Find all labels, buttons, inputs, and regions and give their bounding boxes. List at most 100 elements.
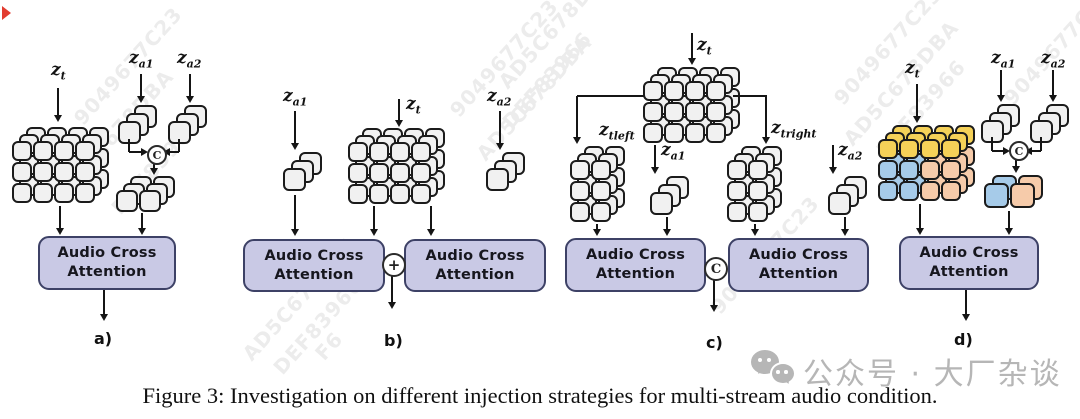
- arrow-down: [185, 74, 194, 103]
- latent-cube: [941, 181, 961, 201]
- latent-cube: [920, 160, 940, 180]
- arrow-down: [495, 111, 504, 150]
- arrow-down: [915, 204, 924, 235]
- label-zt-c: zt: [697, 35, 712, 58]
- label-za1-d: za1: [991, 48, 1016, 71]
- latent-cube: [899, 139, 919, 159]
- latent-cube: [828, 192, 851, 215]
- arrow-down: [750, 224, 759, 236]
- latent-cube: [685, 123, 705, 143]
- label-zt-a: zt: [51, 60, 66, 83]
- latent-cube: [643, 123, 663, 143]
- social-watermark-text: 公众号 · 大厂杂谈: [803, 357, 1062, 392]
- latent-cube: [685, 102, 705, 122]
- latent-cube: [591, 181, 611, 201]
- arrow-down: [1048, 70, 1057, 102]
- latent-cube: [920, 139, 940, 159]
- connector-line: [1040, 137, 1042, 151]
- latent-cube: [878, 139, 898, 159]
- latent-cube: [390, 163, 410, 183]
- latent-cube: [706, 102, 726, 122]
- latent-cube: [33, 141, 53, 161]
- box-line2: Attention: [274, 266, 354, 283]
- connector-line: [128, 139, 130, 152]
- latent-cube: [33, 183, 53, 203]
- latent-cube: [390, 184, 410, 204]
- arrow-down: [572, 96, 581, 144]
- latent-cube: [369, 163, 389, 183]
- label-za2-d: za2: [1041, 48, 1066, 71]
- arrow-right: [129, 147, 148, 156]
- box-line2: Attention: [929, 264, 1009, 280]
- grid-layer: [283, 168, 306, 191]
- arrow-down: [53, 88, 62, 122]
- latent-cube: [33, 162, 53, 182]
- latent-cube: [878, 160, 898, 180]
- label-za2-c: za2: [838, 140, 863, 163]
- arrow-down: [912, 84, 921, 123]
- grid-layer: [878, 139, 961, 201]
- latent-cube: [1010, 183, 1035, 208]
- latent-cube: [664, 123, 684, 143]
- latent-cube: [283, 168, 306, 191]
- arrow-down: [1011, 158, 1020, 173]
- arrow-down: [662, 217, 671, 236]
- latent-cube: [348, 163, 368, 183]
- panel-caption-c: c): [706, 333, 723, 352]
- latent-cube: [748, 160, 768, 180]
- latent-cube: [941, 160, 961, 180]
- arrow-down: [709, 279, 718, 312]
- arrow-left: [163, 147, 179, 156]
- label-za2-a: za2: [177, 48, 202, 71]
- arrow-down: [149, 162, 158, 175]
- arrow-down: [290, 111, 299, 150]
- latent-cube: [54, 162, 74, 182]
- arrow-down: [650, 145, 659, 174]
- branch-line: [733, 95, 767, 97]
- latent-cube: [643, 102, 663, 122]
- latent-cube: [591, 202, 611, 222]
- chat-bubble-small: [770, 362, 796, 385]
- box-line1: Audio Cross: [919, 245, 1019, 262]
- label-za1-a: za1: [129, 48, 154, 71]
- latent-cube: [570, 202, 590, 222]
- add-operator-b: +: [382, 253, 406, 277]
- label-ztright-c: ztright: [771, 118, 817, 141]
- latent-cube: [75, 162, 95, 182]
- grid-layer: [570, 160, 611, 222]
- latent-cube: [12, 141, 32, 161]
- latent-cube: [54, 141, 74, 161]
- arrow-down: [99, 289, 108, 321]
- latent-cube: [941, 139, 961, 159]
- latent-cube: [706, 81, 726, 101]
- concat-operator-c: C: [704, 257, 728, 281]
- figure-caption: Figure 3: Investigation on different inj…: [142, 383, 938, 408]
- grid-layer: [643, 81, 726, 143]
- latent-cube: [650, 192, 673, 215]
- arrow-down: [387, 275, 396, 309]
- grid-layer: [984, 183, 1035, 208]
- connector-line: [178, 139, 180, 152]
- arrow-down: [426, 206, 435, 236]
- latent-cube: [685, 81, 705, 101]
- branch-line: [577, 95, 644, 97]
- latent-cube: [899, 160, 919, 180]
- grid-layer: [486, 168, 509, 191]
- label-ztleft-c: ztleft: [599, 120, 635, 143]
- latent-cube: [878, 181, 898, 201]
- box-line1: Audio Cross: [585, 247, 686, 264]
- connector-line: [991, 137, 993, 151]
- latent-cube: [411, 163, 431, 183]
- box-line2: Attention: [67, 264, 147, 280]
- box-line1: Audio Cross: [748, 247, 849, 264]
- latent-cube: [12, 162, 32, 182]
- arrow-down: [136, 74, 145, 103]
- latent-cube: [591, 160, 611, 180]
- arrow-down: [961, 289, 970, 321]
- box-line1: Audio Cross: [425, 247, 525, 264]
- box-line1: Audio Cross: [57, 245, 157, 262]
